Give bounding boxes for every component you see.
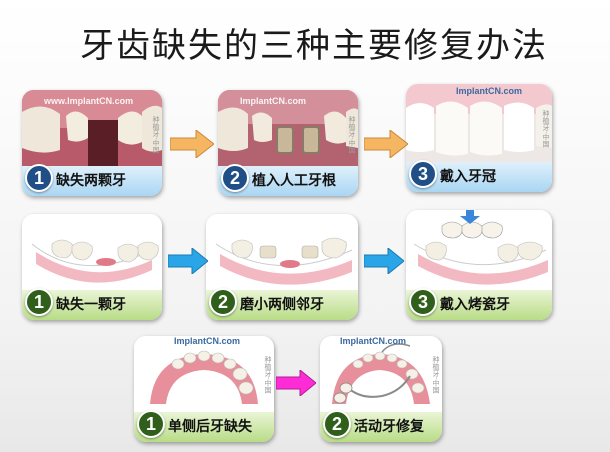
denture-step-2-card: ImplantCN.com 种植牙·中国 2 活动牙修复: [320, 336, 442, 442]
watermark-text: ImplantCN.com: [340, 336, 407, 346]
step-number-badge: 2: [323, 410, 351, 438]
step-caption: 2 植入人工牙根: [218, 164, 358, 196]
step-label: 戴入烤瓷牙: [440, 297, 510, 313]
step-caption: 1 缺失两颗牙: [22, 164, 162, 196]
denture-step-1-card: ImplantCN.com 种植牙·中国 1 单侧后牙缺失: [134, 336, 274, 442]
step-label: 植入人工牙根: [252, 173, 336, 189]
vertical-watermark: 种植牙·中国: [264, 356, 272, 394]
bridge-step-1-card: 1 缺失一颗牙: [22, 214, 162, 320]
step-label: 单侧后牙缺失: [168, 419, 252, 435]
step-caption: 1 缺失一颗牙: [22, 288, 162, 320]
step-label: 磨小两侧邻牙: [240, 297, 324, 313]
implant-step-2-card: ImplantCN.com 种植牙·中国 2 植入人工牙根: [218, 90, 358, 196]
step-label: 缺失两颗牙: [56, 173, 126, 189]
step-caption: 2 磨小两侧邻牙: [206, 288, 358, 320]
step-caption: 3 戴入烤瓷牙: [406, 288, 552, 320]
missing-one-tooth-illustration: [22, 214, 162, 290]
implant-step-3-card: ImplantCN.com 种植牙·中国 3 戴入牙冠: [406, 84, 552, 192]
crown-photo: [406, 84, 552, 162]
step-number-badge: 1: [25, 288, 53, 316]
step-number-badge: 3: [409, 288, 437, 316]
step-number-badge: 3: [409, 160, 437, 188]
arrow-right-icon: [168, 248, 208, 274]
page-title: 牙齿缺失的三种主要修复办法: [80, 26, 548, 66]
step-caption: 3 戴入牙冠: [406, 160, 552, 192]
bridge-step-2-card: 2 磨小两侧邻牙: [206, 214, 358, 320]
prepared-abutment-illustration: [206, 214, 358, 290]
porcelain-bridge-illustration: [406, 210, 552, 290]
missing-two-teeth-photo: [22, 90, 162, 166]
watermark-text: ImplantCN.com: [456, 86, 523, 96]
vertical-watermark: 种植牙·中国: [152, 116, 160, 154]
implant-step-1-card: www.ImplantCN.com 种植牙·中国 1 缺失两颗牙: [22, 90, 162, 196]
arrow-right-icon: [364, 130, 408, 158]
step-number-badge: 2: [221, 164, 249, 192]
step-label: 戴入牙冠: [440, 169, 496, 185]
vertical-watermark: 种植牙·中国: [348, 116, 356, 154]
step-number-badge: 2: [209, 288, 237, 316]
watermark-text: ImplantCN.com: [174, 336, 241, 346]
step-label: 活动牙修复: [354, 419, 424, 435]
step-caption: 1 单侧后牙缺失: [134, 410, 274, 442]
arrow-right-icon: [276, 370, 316, 396]
step-caption: 2 活动牙修复: [320, 410, 442, 442]
step-number-badge: 1: [25, 164, 53, 192]
watermark-text: ImplantCN.com: [240, 96, 307, 106]
implant-post-photo: [218, 90, 358, 166]
missing-back-teeth-illustration: [134, 336, 274, 412]
vertical-watermark: 种植牙·中国: [542, 110, 550, 148]
bridge-step-3-card: 3 戴入烤瓷牙: [406, 210, 552, 320]
arrow-right-icon: [364, 248, 404, 274]
step-number-badge: 1: [137, 410, 165, 438]
vertical-watermark: 种植牙·中国: [432, 356, 440, 394]
watermark-text: www.ImplantCN.com: [44, 96, 134, 106]
removable-denture-illustration: [320, 336, 442, 412]
arrow-right-icon: [170, 130, 214, 158]
step-label: 缺失一颗牙: [56, 297, 126, 313]
